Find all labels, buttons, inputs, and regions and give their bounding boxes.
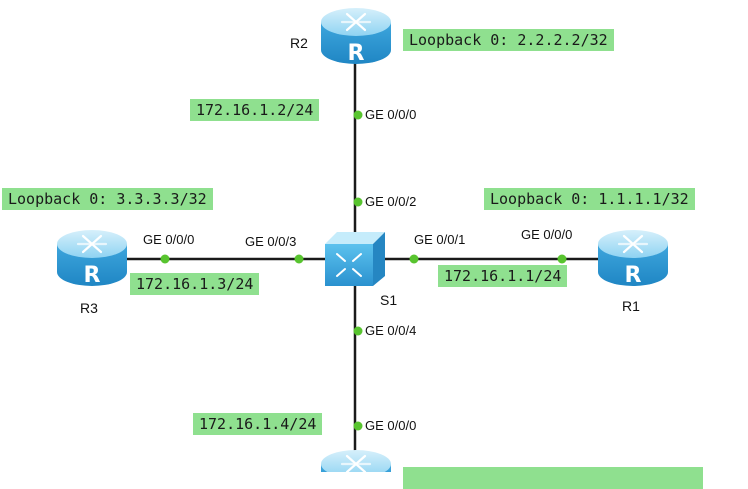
s1-port-r1-label: GE 0/0/1 <box>414 232 466 247</box>
port-dot-s1-ge002 <box>353 197 363 207</box>
s1-port-r4-label: GE 0/0/4 <box>365 323 417 338</box>
router-r2-icon[interactable] <box>319 6 393 68</box>
r4-ip-label: 172.16.1.4/24 <box>193 413 323 435</box>
router-r4-icon[interactable] <box>319 448 393 472</box>
s1-port-r2-label: GE 0/0/2 <box>365 194 417 209</box>
network-topology: R <box>55 6 670 472</box>
port-dot-r1-ge000 <box>557 254 567 264</box>
r1-port-label: GE 0/0/0 <box>521 227 573 242</box>
r3-label: R3 <box>80 300 98 316</box>
r4-loopback-label <box>403 467 703 489</box>
port-dot-r3-ge000 <box>160 254 170 264</box>
port-dot-s1-ge001 <box>409 254 419 264</box>
r3-ip-label: 172.16.1.3/24 <box>130 273 260 295</box>
r2-ip-label: 172.16.1.2/24 <box>190 99 320 121</box>
port-dot-s1-ge004 <box>353 326 363 336</box>
r2-port-label: GE 0/0/0 <box>365 107 417 122</box>
r2-loopback-label: Loopback 0: 2.2.2.2/32 <box>403 29 614 51</box>
r1-loopback-label: Loopback 0: 1.1.1.1/32 <box>484 188 695 210</box>
port-dot-s1-ge003 <box>294 254 304 264</box>
s1-port-r3-label: GE 0/0/3 <box>245 234 297 249</box>
switch-s1-icon[interactable] <box>324 231 386 287</box>
s1-label: S1 <box>380 292 398 308</box>
port-dot-r2-ge000 <box>353 110 363 120</box>
port-dot-r4-ge000 <box>353 421 363 431</box>
r4-port-label: GE 0/0/0 <box>365 418 417 433</box>
r2-label: R2 <box>290 35 308 51</box>
r1-ip-label: 172.16.1.1/24 <box>438 265 568 287</box>
r3-port-label: GE 0/0/0 <box>143 232 195 247</box>
router-r3-icon[interactable] <box>55 228 129 290</box>
router-r1-icon[interactable] <box>596 228 670 290</box>
r3-loopback-label: Loopback 0: 3.3.3.3/32 <box>2 188 213 210</box>
r1-label: R1 <box>622 298 640 314</box>
